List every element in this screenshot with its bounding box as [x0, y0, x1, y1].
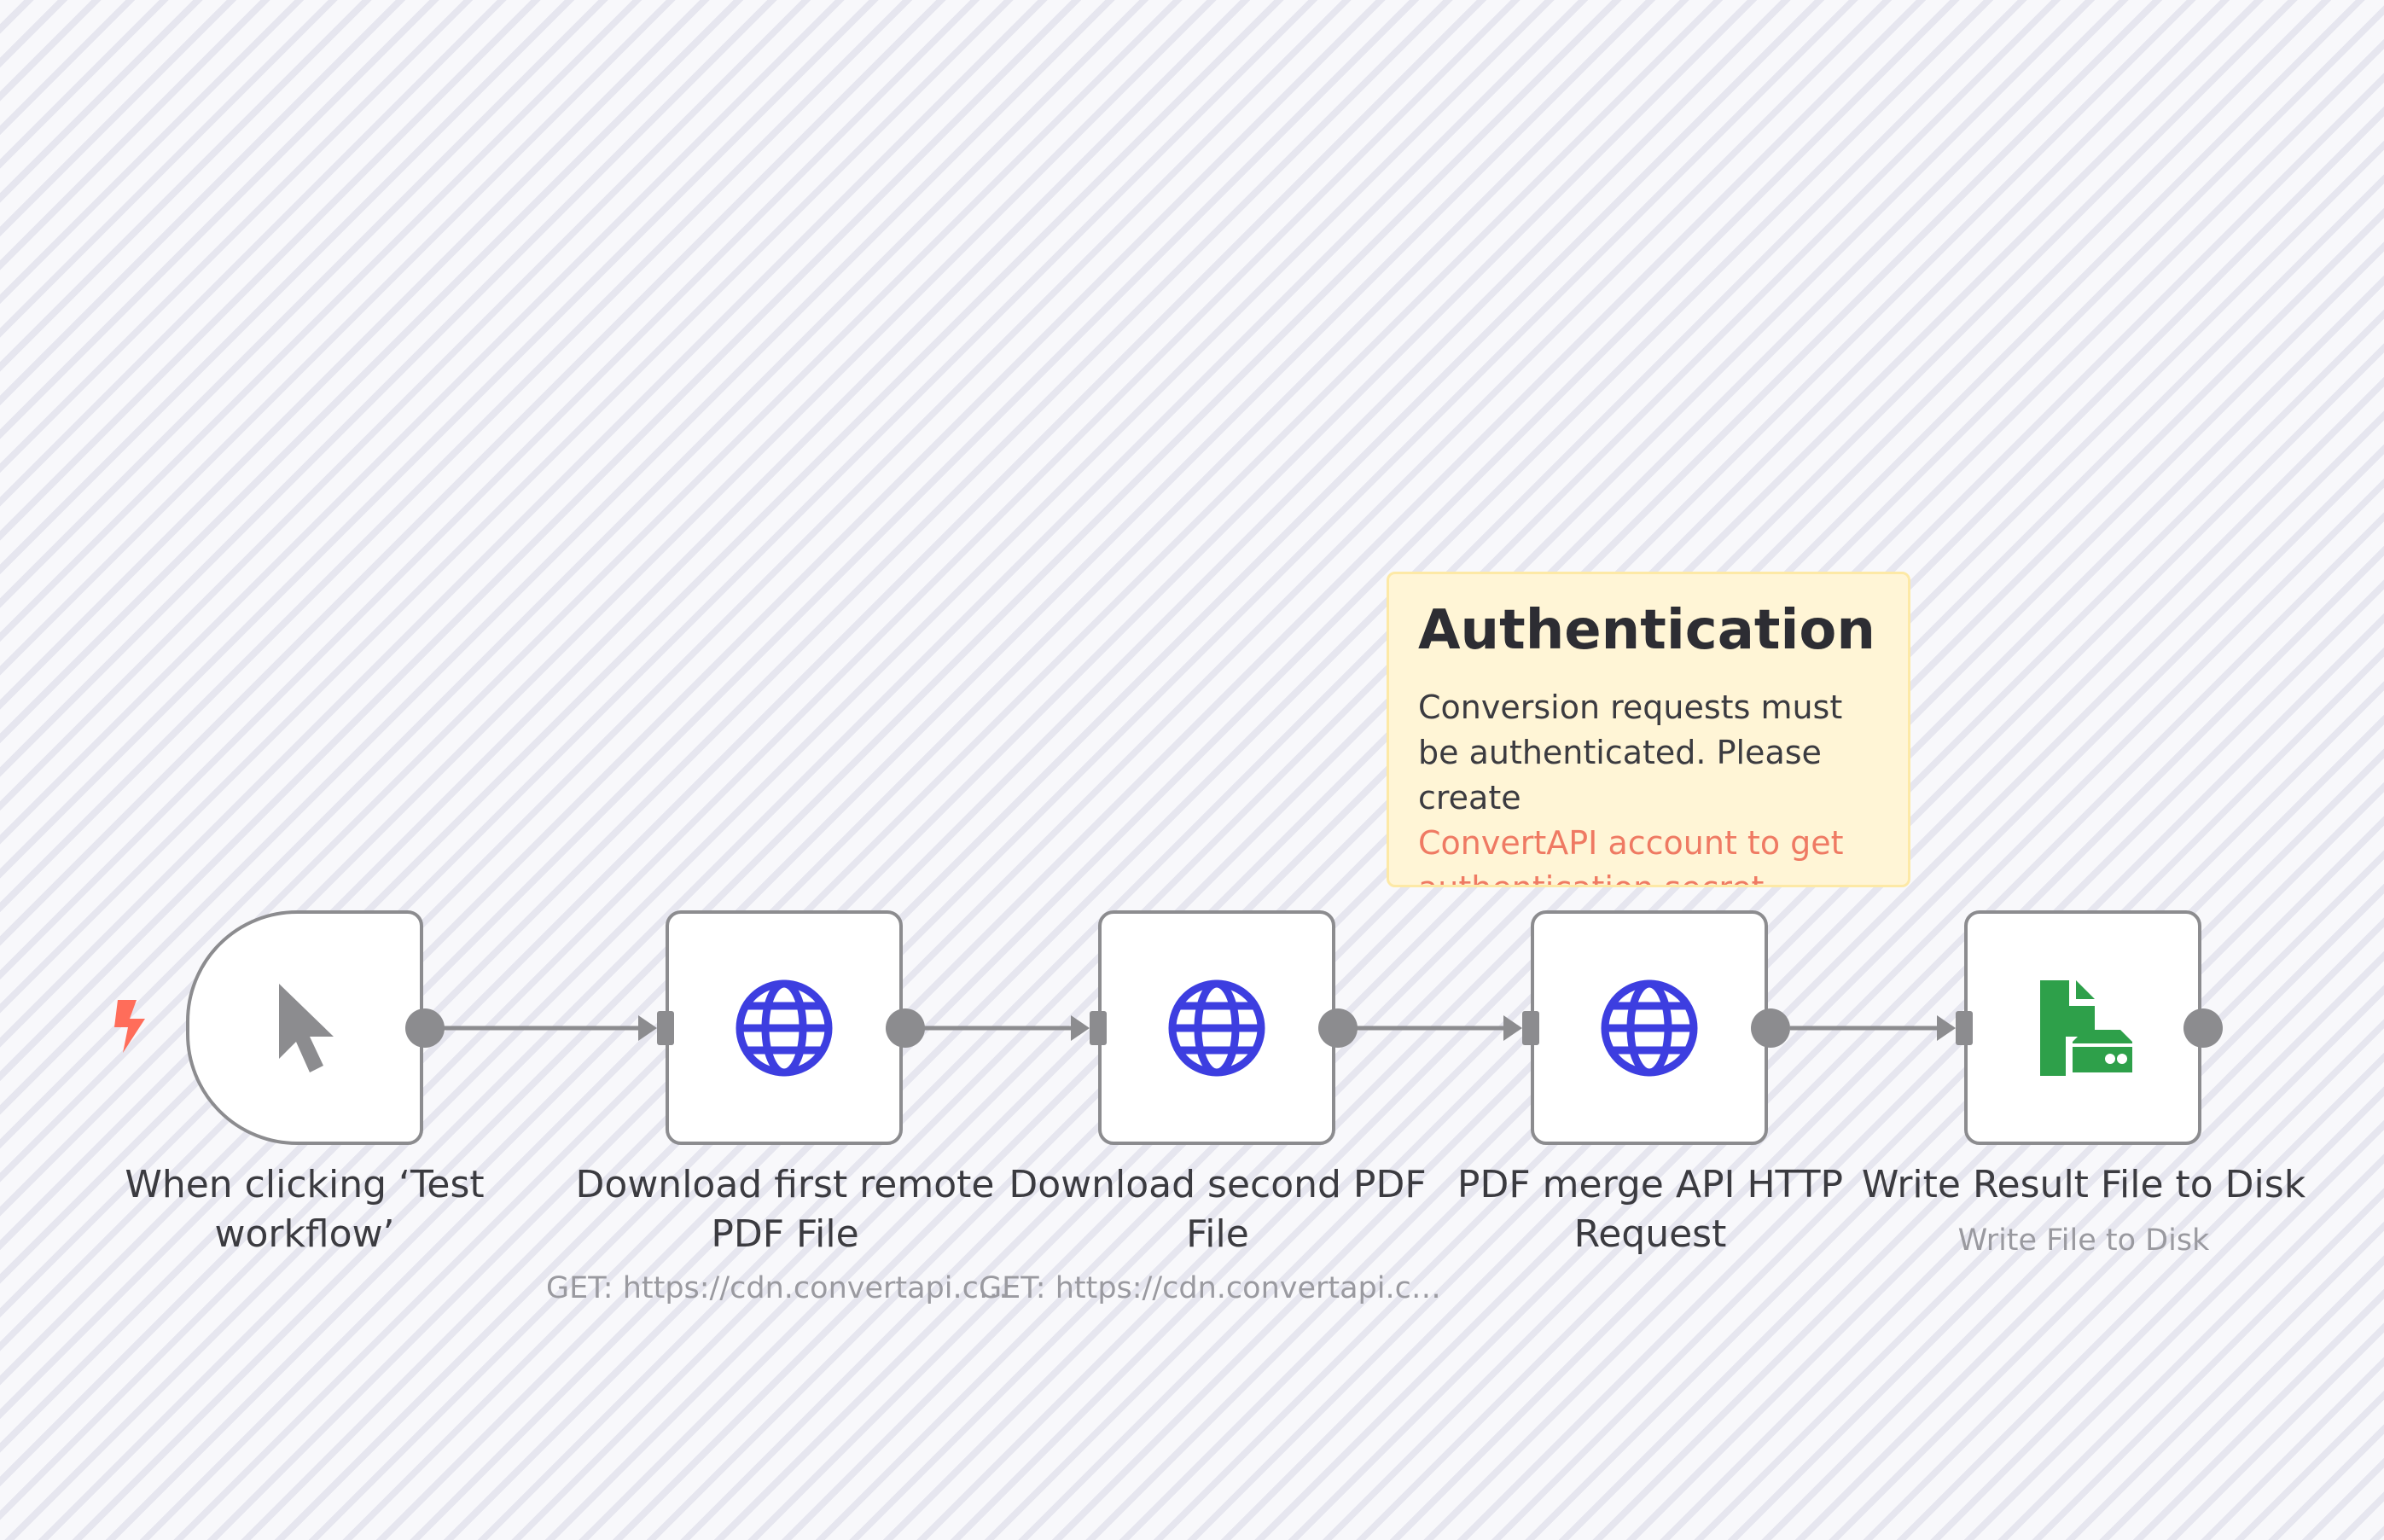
globe-icon: [1168, 979, 1265, 1076]
output-port-merge[interactable]: [1751, 1008, 1790, 1048]
node-label-download-first: Download first remote PDF File: [575, 1163, 995, 1256]
node-label-write: Write Result File to Disk: [1861, 1163, 2306, 1206]
node-subtitle-write: Write File to Disk: [1957, 1223, 2210, 1258]
cursor-icon: [279, 983, 334, 1072]
lightning-bolt-icon: [114, 1000, 145, 1053]
file-disk-icon: [2040, 979, 2132, 1076]
node-label-merge: PDF merge API HTTP Request: [1457, 1163, 1844, 1256]
sticky-note-body: Conversion requests must be authenticate…: [1418, 685, 1879, 885]
sticky-note-title: Authentication: [1418, 599, 1875, 662]
globe-icon: [1601, 979, 1698, 1076]
node-manual-trigger[interactable]: [186, 910, 423, 1145]
node-download-second-pdf[interactable]: [1098, 910, 1335, 1145]
input-port-download-second[interactable]: [1090, 1011, 1107, 1045]
arrow-head-3: [1503, 1015, 1522, 1041]
globe-icon: [736, 979, 833, 1076]
node-pdf-merge-request[interactable]: [1531, 910, 1768, 1145]
output-port-download-first[interactable]: [886, 1008, 925, 1048]
convertapi-account-link[interactable]: ConvertAPI account to get: [1418, 824, 1844, 862]
arrow-head-4: [1937, 1015, 1956, 1041]
sticky-note-text: Conversion requests must be authenticate…: [1418, 689, 1843, 816]
node-label-trigger: When clicking ‘Test workflow’: [125, 1163, 485, 1256]
input-port-write[interactable]: [1956, 1011, 1973, 1045]
node-label-download-second: Download second PDF File: [1009, 1163, 1427, 1256]
node-write-result-file[interactable]: [1964, 910, 2201, 1145]
node-download-first-pdf[interactable]: [666, 910, 903, 1145]
output-port-write[interactable]: [2183, 1008, 2223, 1048]
sticky-note-authentication[interactable]: Authentication Conversion requests must …: [1387, 572, 1910, 887]
arrow-head-2: [1071, 1015, 1090, 1041]
node-subtitle-download-first: GET: https://cdn.convertapi.co...: [546, 1271, 1024, 1305]
convertapi-account-link-continued[interactable]: authentication secret: [1418, 866, 1879, 885]
node-subtitle-download-second: GET: https://cdn.convertapi.co...: [979, 1271, 1457, 1305]
input-port-download-first[interactable]: [657, 1011, 674, 1045]
output-port-trigger[interactable]: [405, 1008, 445, 1048]
input-port-merge[interactable]: [1522, 1011, 1539, 1045]
arrow-head-1: [638, 1015, 657, 1041]
output-port-download-second[interactable]: [1318, 1008, 1358, 1048]
